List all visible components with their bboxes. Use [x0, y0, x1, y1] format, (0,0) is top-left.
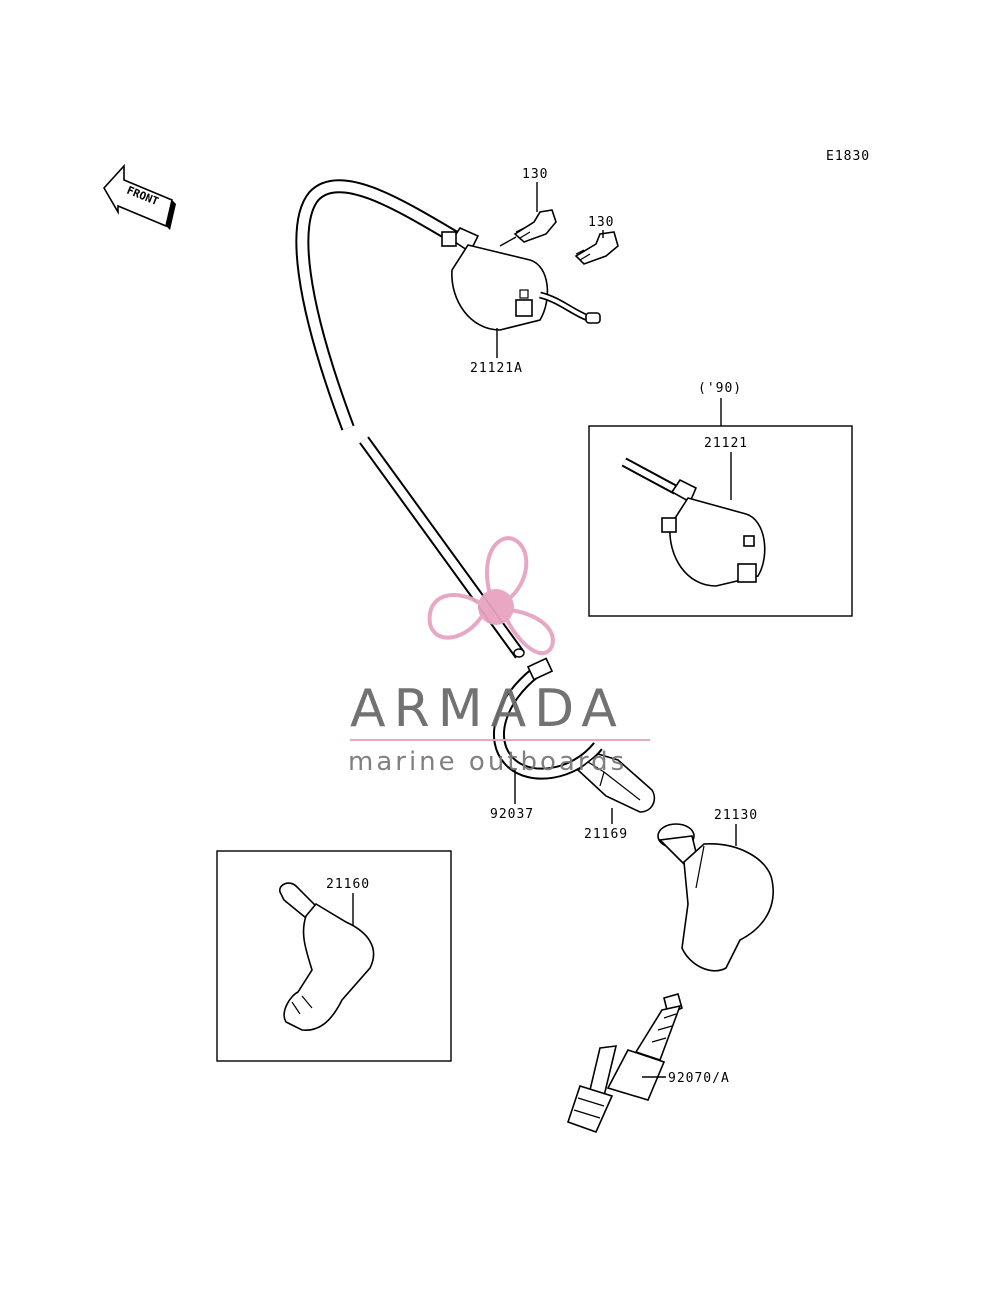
- spark-plug-cap: [657, 823, 774, 972]
- bolt-lower: [574, 231, 619, 265]
- watermark: ARMADA marine outboards: [348, 535, 650, 777]
- inset-box-alt-cap: [216, 850, 452, 1062]
- label-ignition-coil: 21121A: [470, 361, 523, 376]
- spark-plug-cap-alt: [279, 882, 375, 1031]
- watermark-title: ARMADA: [350, 679, 625, 739]
- ignition-coil-90: [621, 457, 766, 587]
- label-connector: 21169: [584, 827, 628, 842]
- label-ignition-coil-90: 21121: [704, 436, 748, 451]
- front-arrow-icon: FRONT: [103, 163, 176, 230]
- label-plug-cap: 21130: [714, 808, 758, 823]
- label-spark-plug: 92070/A: [668, 1071, 730, 1086]
- propeller-logo-icon: [427, 535, 555, 656]
- ignition-coil: [441, 226, 601, 331]
- terminal-connector: [576, 753, 656, 813]
- diagram-code: E1830: [826, 149, 870, 164]
- bolt-upper: [499, 209, 557, 247]
- label-year-note: ('90): [698, 381, 742, 396]
- watermark-subtitle: marine outboards: [348, 747, 627, 777]
- cable-clamp: [493, 657, 603, 780]
- spark-plug: [566, 993, 683, 1134]
- label-bolt-lower: 130: [588, 215, 614, 230]
- label-plug-cap-alt: 21160: [326, 877, 370, 892]
- label-bolt-upper: 130: [522, 167, 548, 182]
- label-clamp: 92037: [490, 807, 534, 822]
- inset-box-90: [588, 425, 853, 617]
